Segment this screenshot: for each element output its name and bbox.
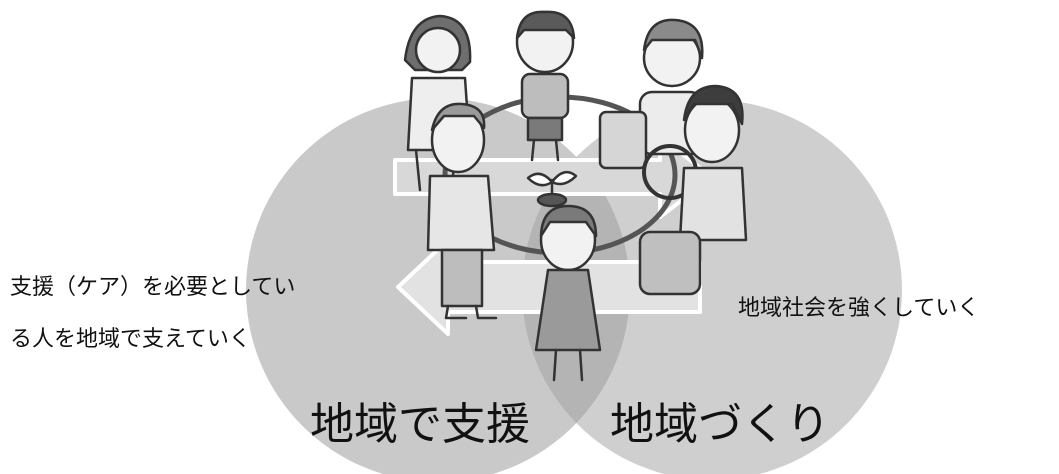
right-circle-description: 地域社会を強くしていく — [738, 296, 980, 321]
left-circle-description: 支援（ケア）を必要としてい る人を地域で支えていく — [10, 262, 295, 366]
left-description-line: る人を地域で支えていく — [10, 327, 251, 352]
left-circle-title: 地域で支援 — [310, 399, 530, 450]
right-circle-title: 地域づくり — [610, 399, 830, 450]
person-boy-icon — [515, 10, 576, 162]
left-description-line: 支援（ケア）を必要としてい — [10, 275, 296, 300]
community-circle-illustration — [403, 10, 748, 382]
person-man-right-icon — [638, 84, 748, 296]
sprout-icon — [526, 170, 578, 208]
person-man-icon — [426, 102, 498, 320]
person-girl-icon — [534, 204, 602, 382]
